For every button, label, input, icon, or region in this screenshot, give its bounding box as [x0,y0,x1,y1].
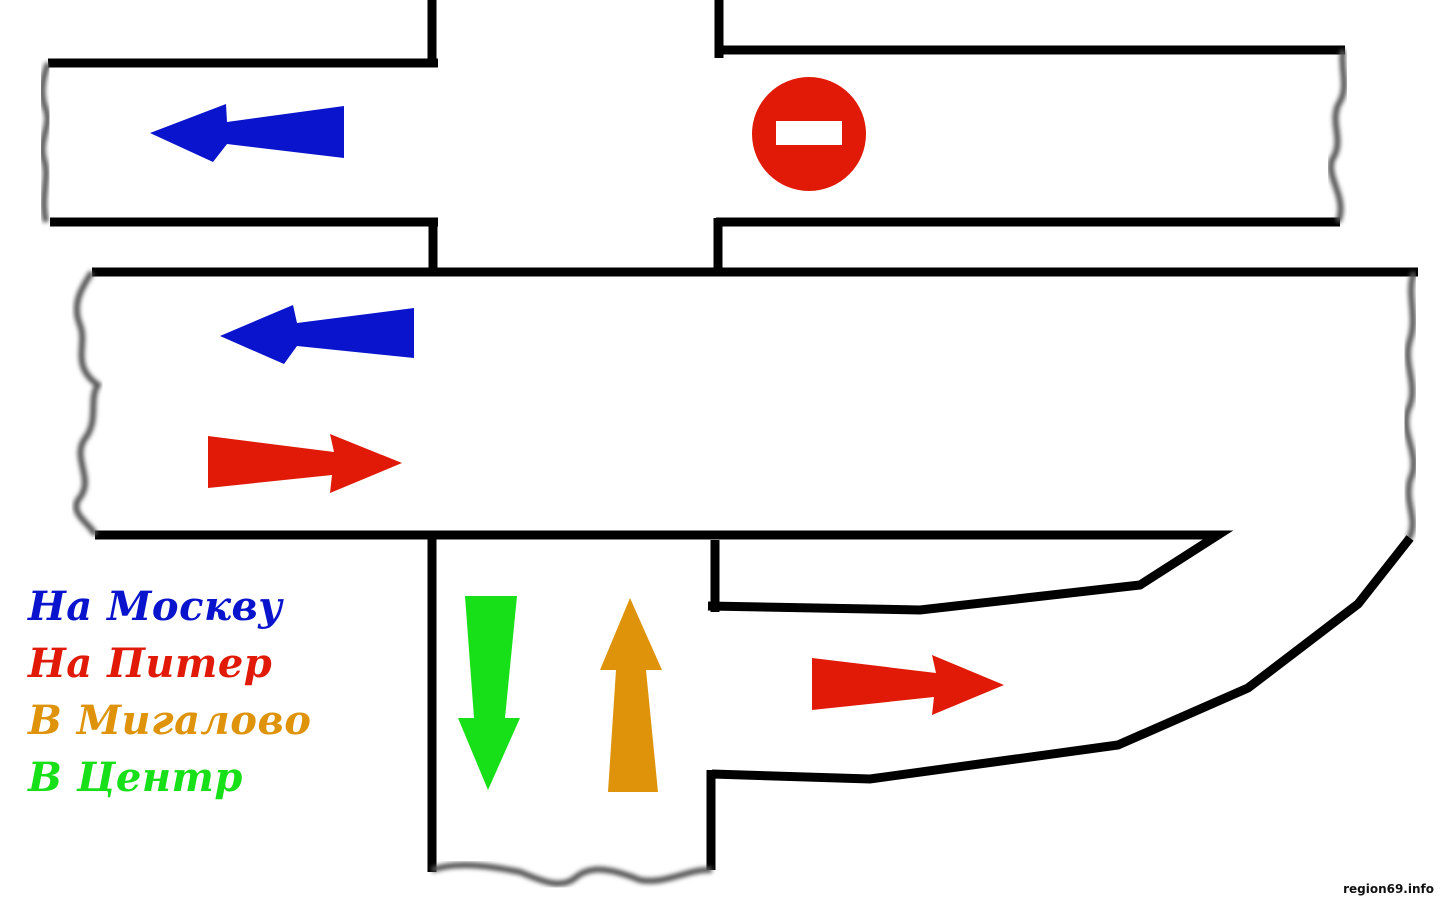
upper-road [39,45,1348,227]
arrow-migalovo-up [600,598,662,792]
arrow-moscow-upper [150,104,344,162]
upper-road-torn-left [39,62,51,223]
arrow-piter-ramp [812,655,1004,715]
legend: На Москву На Питер В Мигалово В Центр [28,578,311,806]
exit-ramp [706,530,1414,870]
no-entry-sign-bar [776,121,842,145]
lower-street [427,538,713,887]
no-entry-sign-icon [752,77,866,191]
lower-street-torn-bottom [430,862,713,887]
upper-road-torn-right [1327,49,1348,224]
legend-migalovo: В Мигалово [28,697,312,744]
arrow-moscow-main [220,305,414,364]
legend-moscow: На Москву [28,583,283,630]
watermark: region69.info [1343,882,1434,896]
ramp-outer-edge [711,535,1414,784]
ramp-inner-edge [707,530,1234,615]
arrow-piter-main [208,434,402,493]
main-road-torn-left [73,270,103,537]
arrow-center-down [458,596,520,790]
cross-street [427,0,724,272]
main-road [73,267,1418,542]
arrows [150,104,1004,792]
legend-piter: На Питер [28,640,273,687]
legend-center: В Центр [28,754,243,801]
main-road-torn-right [1403,271,1417,542]
